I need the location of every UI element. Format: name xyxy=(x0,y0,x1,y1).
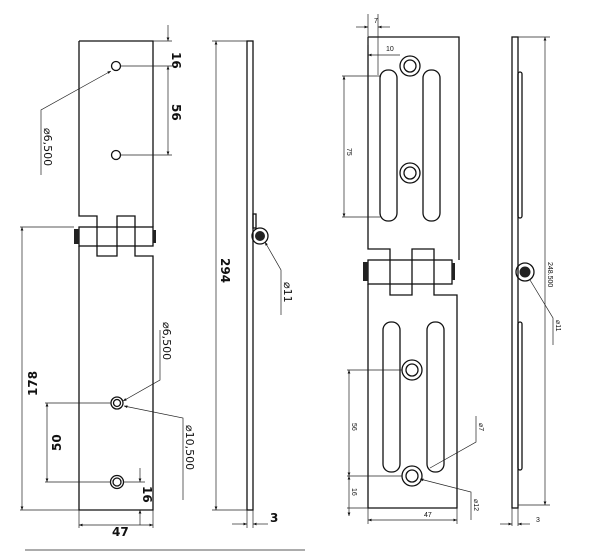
hole xyxy=(399,162,421,184)
dim-294: 294 xyxy=(218,258,232,283)
dim-56: 56 xyxy=(169,104,183,121)
top-hole-2 xyxy=(110,149,122,161)
pin-diameter-right: ⌀11 xyxy=(554,320,561,332)
counterbore-diameter-12: ⌀12 xyxy=(472,499,479,511)
pin-circle xyxy=(251,227,269,245)
hole xyxy=(401,359,423,381)
hole-diameter-7: ⌀7 xyxy=(477,423,484,431)
slot xyxy=(379,69,398,222)
lower-hole-1 xyxy=(110,396,124,410)
hole xyxy=(401,465,423,487)
dim-47-right: 47 xyxy=(424,512,432,519)
hole xyxy=(399,55,421,77)
lower-counterbore-diameter: ⌀10,500 xyxy=(183,425,196,470)
dim-56-right: 56 xyxy=(350,423,357,431)
dim-178: 178 xyxy=(26,371,40,396)
dim-16-top: 16 xyxy=(169,52,183,69)
dim-10: 10 xyxy=(386,46,394,53)
left-side-view: 294 ⌀11 3 xyxy=(25,40,305,551)
dim-16-right: 16 xyxy=(350,488,357,496)
right-front-view: 7 10 75 56 16 ⌀7 ⌀12 47 xyxy=(342,14,484,524)
dim-50: 50 xyxy=(50,434,64,451)
lower-hole-diameter: ⌀6,500 xyxy=(160,322,173,360)
dim-75: 75 xyxy=(345,148,352,156)
slot xyxy=(382,321,401,473)
dim-47-left: 47 xyxy=(112,525,129,539)
dim-3-left: 3 xyxy=(270,511,278,525)
pin-diameter-left: ⌀11 xyxy=(281,282,294,303)
knuckle xyxy=(78,226,154,247)
pin-circle-right xyxy=(515,262,535,282)
dim-16-bottom: 16 xyxy=(140,486,154,503)
pin-end-right xyxy=(153,230,156,243)
top-hole-1 xyxy=(110,60,122,72)
dim-7: 7 xyxy=(374,18,378,25)
knuckle-right xyxy=(367,259,453,285)
right-side-view: 248.500 ⌀11 3 xyxy=(500,36,561,526)
slot xyxy=(422,69,441,222)
plate-edge xyxy=(246,40,254,511)
slot xyxy=(426,321,445,473)
dim-3-right: 3 xyxy=(536,517,540,524)
pin-end-left xyxy=(74,229,79,244)
top-hole-diameter: ⌀6,500 xyxy=(41,128,54,166)
upper-leaf xyxy=(78,40,154,227)
dim-248-500: 248.500 xyxy=(546,262,553,287)
lower-leaf xyxy=(78,246,154,511)
left-front-view: 16 56 ⌀6,500 178 50 ⌀6,500 ⌀10,500 16 47 xyxy=(20,25,196,539)
